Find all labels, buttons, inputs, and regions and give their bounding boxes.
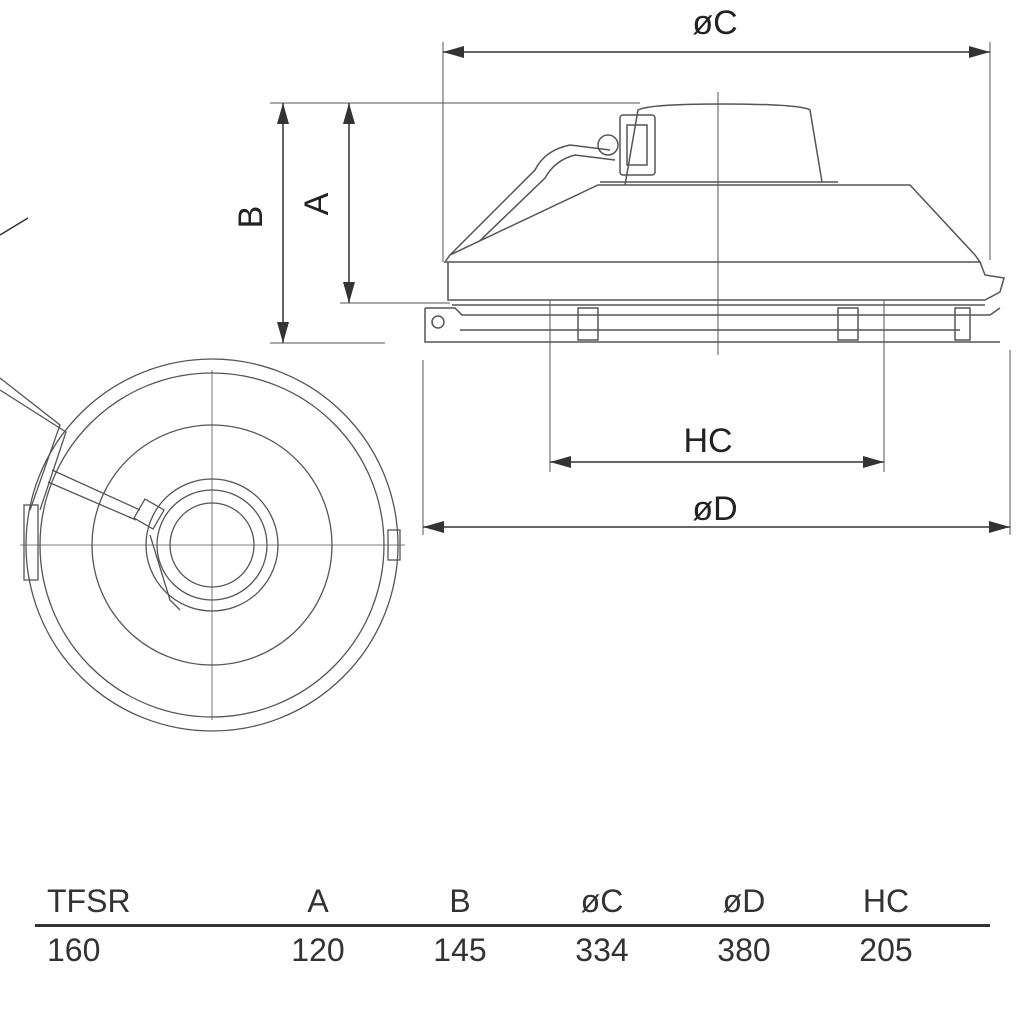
dim-label-oc: øC xyxy=(692,4,737,42)
cell-hc: 205 xyxy=(859,931,913,968)
dim-label-hc: HC xyxy=(683,422,732,460)
cell-model: 160 xyxy=(47,931,101,968)
side-view xyxy=(424,103,1005,343)
header-model: TFSR xyxy=(47,882,131,919)
cell-b: 145 xyxy=(433,931,487,968)
top-view xyxy=(0,358,405,732)
dimensions-table: TFSR A B øC øD HC 160 120 145 334 380 20… xyxy=(35,878,990,973)
header-oc: øC xyxy=(580,882,624,919)
header-a: A xyxy=(307,882,329,919)
header-hc: HC xyxy=(862,882,910,919)
dim-label-od: øD xyxy=(692,490,737,528)
header-b: B xyxy=(449,882,471,919)
table-header-row: TFSR A B øC øD HC xyxy=(35,878,990,927)
dim-label-a: A xyxy=(298,192,336,215)
cell-oc: 334 xyxy=(575,931,629,968)
extension-lines xyxy=(270,42,1011,535)
header-od: øD xyxy=(722,882,766,919)
dim-label-b: B xyxy=(232,206,270,229)
cell-a: 120 xyxy=(291,931,345,968)
cell-od: 380 xyxy=(717,931,771,968)
dimension-lines xyxy=(0,46,1010,533)
table-row: 160 120 145 334 380 205 xyxy=(35,927,990,973)
